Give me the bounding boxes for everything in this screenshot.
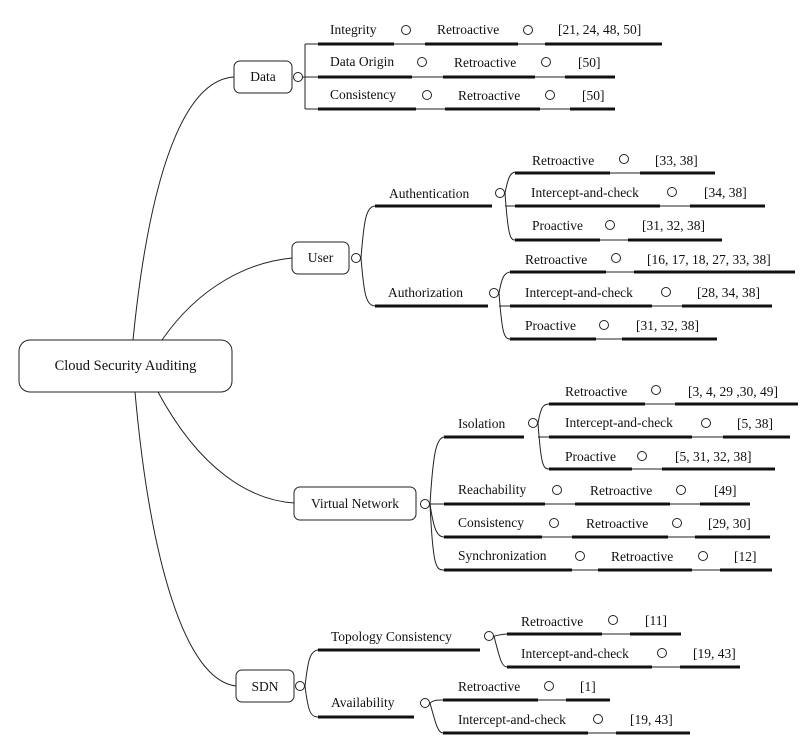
group-name: Authentication <box>389 186 469 201</box>
branch-sdn: SDN Topology Consistency Retroactive [11… <box>235 613 740 735</box>
root-label: Cloud Security Auditing <box>55 358 197 374</box>
group-name: Availability <box>331 695 395 710</box>
method-row: Intercept-and-check [34, 38] <box>515 185 765 208</box>
group-isolation: Isolation Retroactive [3, 4, 29 ,30, 49]… <box>444 384 798 471</box>
sdn-node-connector <box>295 681 305 691</box>
item-method: Retroactive <box>458 88 520 103</box>
data-item-integrity: Integrity Retroactive [21, 24, 48, 50] <box>305 22 662 46</box>
method-row: Retroactive [1] <box>443 679 610 702</box>
node-text: Intercept-and-check <box>521 646 629 661</box>
method-row: Retroactive [16, 17, 18, 27, 33, 38] <box>510 252 795 274</box>
vn-item-synchronization: Synchronization Retroactive [12] <box>444 548 772 572</box>
virtual-network-node-label: Virtual Network <box>311 496 399 511</box>
node-text: Retroactive <box>525 252 587 267</box>
virtual-network-node <box>293 486 417 521</box>
virtual-network-node-connector <box>420 499 430 509</box>
vn-item-consistency: Consistency Retroactive [29, 30] <box>444 515 770 539</box>
node-text: [19, 43] <box>630 712 673 727</box>
node-text: [31, 32, 38] <box>642 218 705 233</box>
item-method: Retroactive <box>590 483 652 498</box>
group-authorization: Authorization Retroactive [16, 17, 18, 2… <box>375 252 795 341</box>
item-name: Consistency <box>458 515 524 530</box>
node-text: [5, 38] <box>737 416 773 431</box>
item-method: Retroactive <box>454 55 516 70</box>
user-node-label: User <box>308 250 334 265</box>
item-refs: [50] <box>578 55 601 70</box>
user-node-connector <box>351 253 361 263</box>
node-text: Retroactive <box>458 679 520 694</box>
user-node <box>291 241 350 275</box>
node-text: Proactive <box>532 218 583 233</box>
node-text: [16, 17, 18, 27, 33, 38] <box>647 252 771 267</box>
group-authentication: Authentication Retroactive [33, 38] Inte… <box>375 153 765 242</box>
method-row: Proactive [5, 31, 32, 38] <box>549 449 775 471</box>
branch-data: Data Integrity Retroactive [21, 24, 48, … <box>233 22 662 111</box>
item-name: Data Origin <box>330 54 394 69</box>
method-row: Intercept-and-check [19, 43] <box>507 646 740 669</box>
method-row: Intercept-and-check [5, 38] <box>549 415 790 439</box>
node-text: Proactive <box>565 449 616 464</box>
node-text: [11] <box>645 613 667 628</box>
method-row: Proactive [31, 32, 38] <box>515 218 722 242</box>
item-name: Integrity <box>330 22 377 37</box>
branch-user: User Authentication Retroactive [33, 38]… <box>291 153 795 341</box>
item-refs: [12] <box>734 549 757 564</box>
item-method: Retroactive <box>437 22 499 37</box>
item-method: Retroactive <box>611 549 673 564</box>
method-row: Intercept-and-check [19, 43] <box>443 712 690 735</box>
method-row: Retroactive [3, 4, 29 ,30, 49] <box>549 384 798 406</box>
item-name: Consistency <box>330 87 396 102</box>
method-row: Retroactive [33, 38] <box>515 153 715 175</box>
group-topology-consistency: Topology Consistency Retroactive [11] In… <box>318 613 740 669</box>
node-text: Proactive <box>525 318 576 333</box>
item-refs: [49] <box>714 483 737 498</box>
node-text: Intercept-and-check <box>565 415 673 430</box>
node-text: [1] <box>580 679 596 694</box>
method-row: Retroactive [11] <box>507 613 681 636</box>
root-node: Cloud Security Auditing <box>18 339 233 393</box>
group-name: Isolation <box>458 416 505 431</box>
node-text: Intercept-and-check <box>525 285 633 300</box>
method-row: Intercept-and-check [28, 34, 38] <box>510 285 772 308</box>
branch-virtual-network: Virtual Network Isolation Retroactive [3… <box>293 384 798 572</box>
item-refs: [21, 24, 48, 50] <box>558 22 641 37</box>
node-text: Intercept-and-check <box>458 712 566 727</box>
item-name: Reachability <box>458 482 526 497</box>
node-text: [3, 4, 29 ,30, 49] <box>688 384 778 399</box>
group-name: Authorization <box>388 285 463 300</box>
sdn-node-label: SDN <box>251 679 278 694</box>
item-refs: [50] <box>582 88 605 103</box>
node-text: [19, 43] <box>693 646 736 661</box>
data-node <box>233 60 293 94</box>
item-name: Synchronization <box>458 548 547 563</box>
group-availability: Availability Retroactive [1] Intercept-a… <box>318 679 690 735</box>
node-text: [31, 32, 38] <box>636 318 699 333</box>
item-refs: [29, 30] <box>708 516 751 531</box>
node-text: [33, 38] <box>655 153 698 168</box>
node-text: [28, 34, 38] <box>697 285 760 300</box>
node-text: Retroactive <box>565 384 627 399</box>
root-connectors <box>132 76 295 687</box>
node-text: Intercept-and-check <box>531 185 639 200</box>
sdn-node <box>235 669 295 703</box>
node-text: [34, 38] <box>704 185 747 200</box>
data-node-connector <box>293 72 303 82</box>
data-node-label: Data <box>250 69 275 84</box>
data-item-data-origin: Data Origin Retroactive [50] <box>305 54 615 79</box>
method-row: Proactive [31, 32, 38] <box>510 318 717 341</box>
node-text: [5, 31, 32, 38] <box>675 449 752 464</box>
vn-item-reachability: Reachability Retroactive [49] <box>444 482 750 506</box>
node-text: Retroactive <box>521 614 583 629</box>
item-method: Retroactive <box>586 516 648 531</box>
group-name: Topology Consistency <box>331 629 452 644</box>
data-item-consistency: Consistency Retroactive [50] <box>305 87 615 111</box>
node-text: Retroactive <box>532 153 594 168</box>
